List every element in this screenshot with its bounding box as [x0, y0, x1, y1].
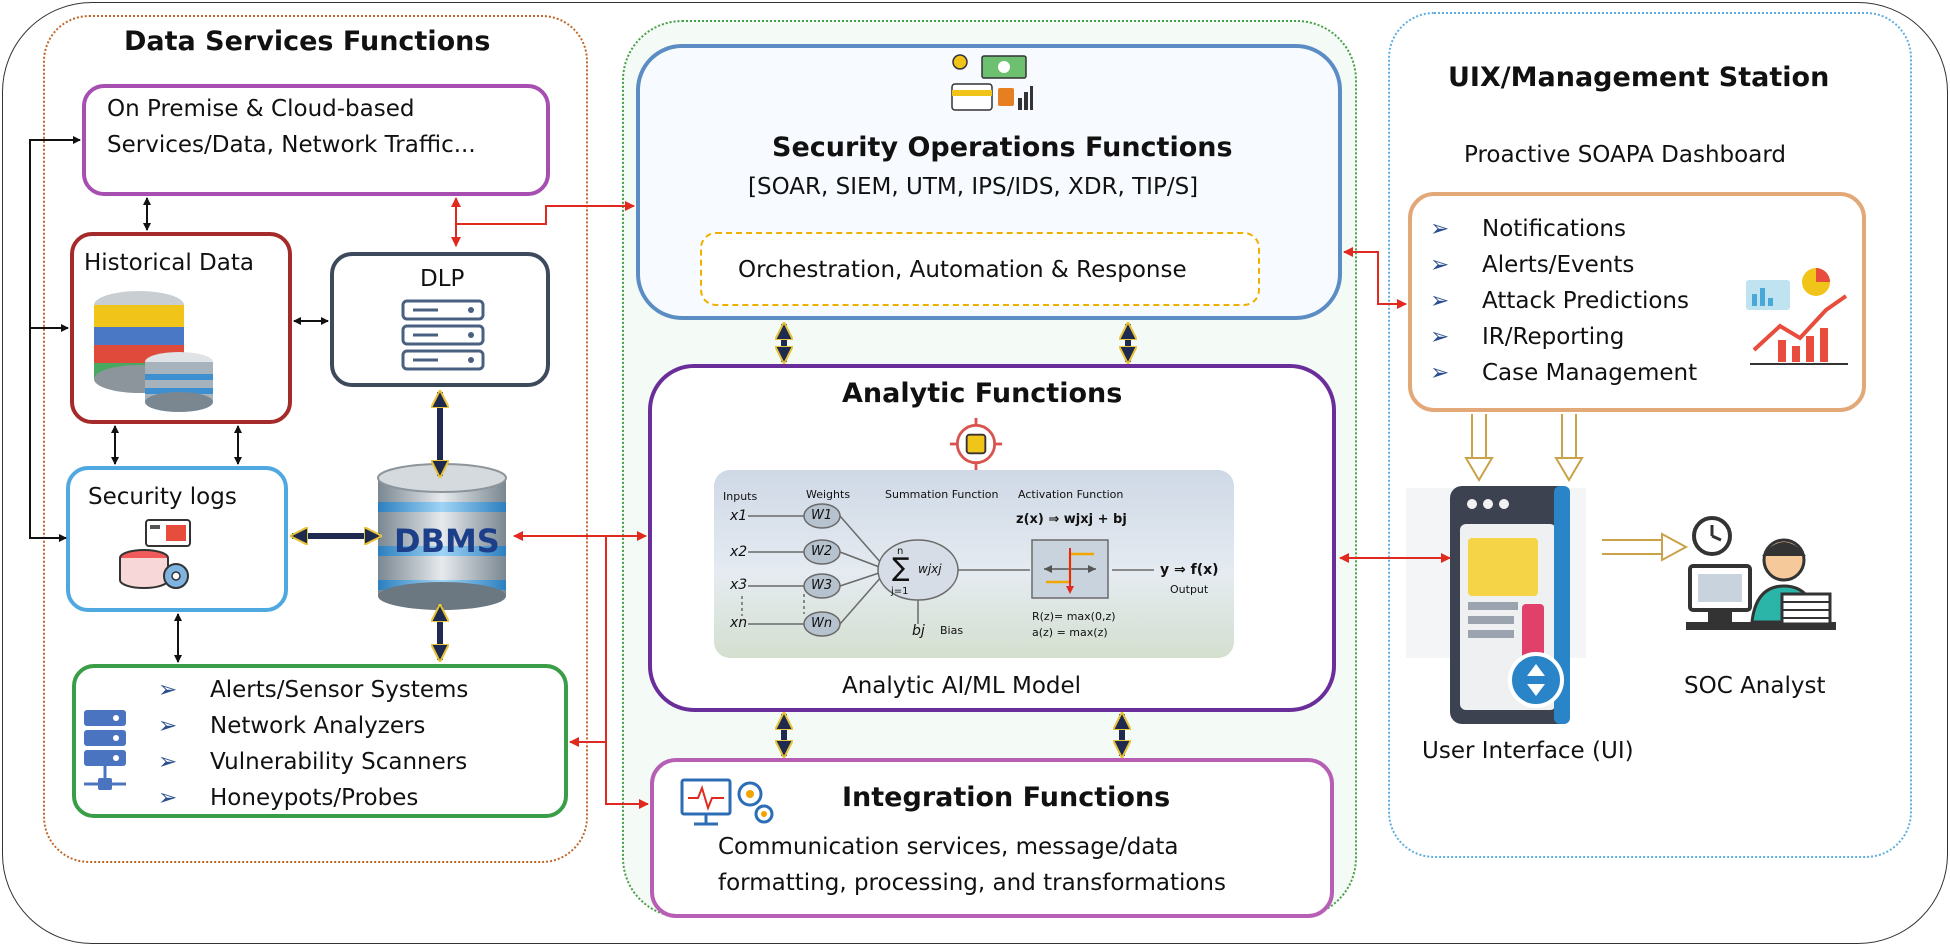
ui-label: User Interface (UI) — [1422, 738, 1634, 764]
dashboard-item-label: Attack Predictions — [1482, 288, 1689, 314]
nn-inputs-header: Inputs — [723, 490, 758, 503]
sensors-item-label: Honeypots/Probes — [210, 785, 419, 811]
nn-sum-expr: wjxj — [918, 562, 942, 576]
sensors-box — [72, 664, 568, 818]
network-server-icon — [84, 710, 126, 790]
sensors-item: ➢ Vulnerability Scanners — [150, 749, 468, 785]
nn-relu-formula: R(z)= max(0,z) — [1032, 610, 1116, 623]
nn-weights-header: Weights — [806, 488, 851, 501]
dashboard-chart-icon — [1746, 268, 1848, 365]
dashboard-item-label: Alerts/Events — [1482, 252, 1635, 278]
monitor-gears-icon — [680, 778, 774, 826]
user-interface-device-icon — [1406, 486, 1586, 724]
log-settings-icon — [119, 519, 191, 589]
nn-weight-label: W3 — [811, 578, 833, 593]
integration-box — [650, 758, 1334, 918]
security-logs-label: Security logs — [88, 484, 237, 510]
nn-weight-label: W2 — [811, 544, 833, 559]
analytic-model-label: Analytic AI/ML Model — [842, 673, 1082, 699]
data-services-title: Data Services Functions — [124, 26, 491, 57]
dashboard-item: ➢ Case Management — [1422, 360, 1697, 396]
nn-input-label: x1 — [730, 508, 748, 524]
nn-weight-label: W1 — [811, 508, 833, 523]
bullet-arrow-icon: ➢ — [158, 785, 178, 811]
dashboard-item: ➢ Attack Predictions — [1422, 288, 1697, 324]
dashboard-item-label: Case Management — [1482, 360, 1698, 386]
orchestration-label: Orchestration, Automation & Response — [738, 257, 1187, 283]
nn-input-label: x2 — [730, 544, 748, 560]
secops-title: Security Operations Functions — [772, 132, 1233, 163]
bullet-arrow-icon: ➢ — [158, 713, 178, 739]
nn-sum-top: n — [897, 546, 904, 557]
dbms-cylinder-icon — [377, 463, 507, 610]
nn-weight-label: Wn — [811, 616, 833, 631]
dashboard-item: ➢ Alerts/Events — [1422, 252, 1697, 288]
integration-title: Integration Functions — [842, 782, 1171, 813]
sources-label-line-1: On Premise & Cloud-based — [107, 96, 415, 122]
bullet-arrow-icon: ➢ — [1430, 324, 1450, 350]
nn-activation-header: Activation Function — [1018, 488, 1124, 501]
sensors-item-label: Network Analyzers — [210, 713, 426, 739]
dashboard-item-label: IR/Reporting — [1482, 324, 1625, 350]
integration-desc-line-1: Communication services, message/data — [718, 834, 1179, 860]
nn-output-label: Output — [1170, 583, 1209, 596]
sensors-list: ➢ Alerts/Sensor Systems ➢ Network Analyzer… — [150, 677, 468, 821]
analytic-title: Analytic Functions — [842, 378, 1123, 409]
nn-summation-header: Summation Function — [885, 488, 999, 501]
nn-yx-formula: y ⇒ f(x) — [1160, 562, 1219, 578]
historical-data-label: Historical Data — [84, 250, 254, 276]
bullet-arrow-icon: ➢ — [1430, 252, 1450, 278]
sources-box — [82, 84, 550, 196]
nn-input-label: xn — [730, 615, 748, 631]
bullet-arrow-icon: ➢ — [1430, 288, 1450, 314]
bullet-arrow-icon: ➢ — [1430, 360, 1450, 386]
sensors-item: ➢ Honeypots/Probes — [150, 785, 468, 821]
sensors-item-label: Vulnerability Scanners — [210, 749, 468, 775]
dashboard-item: ➢ IR/Reporting — [1422, 324, 1697, 360]
uix-title: UIX/Management Station — [1448, 62, 1830, 93]
orchestration-box — [700, 232, 1260, 306]
sources-label-line-2: Services/Data, Network Traffic... — [107, 132, 476, 158]
nn-bias-symbol: bj — [912, 623, 925, 639]
ai-chip-icon — [949, 417, 1003, 471]
neural-network-diagram — [741, 503, 1154, 637]
bullet-arrow-icon: ➢ — [1430, 216, 1450, 242]
server-rack-icon — [401, 299, 485, 371]
finance-analytics-icon — [951, 54, 1033, 111]
nn-bias-label: Bias — [940, 624, 964, 637]
secops-subtitle: [SOAR, SIEM, UTM, IPS/IDS, XDR, TIP/S] — [748, 174, 1199, 200]
soc-analyst-label: SOC Analyst — [1684, 673, 1826, 699]
dlp-label: DLP — [420, 266, 465, 292]
dashboard-item: ➢ Notifications — [1422, 216, 1697, 252]
neural-network-panel — [714, 470, 1234, 658]
sensors-item: ➢ Network Analyzers — [150, 713, 468, 749]
bullet-arrow-icon: ➢ — [158, 677, 178, 703]
nn-input-label: x3 — [730, 577, 748, 593]
nn-activation-formula: a(z) = max(z) — [1032, 626, 1108, 639]
dashboard-list: ➢ Notifications ➢ Alerts/Events ➢ Attack Pr… — [1422, 216, 1697, 396]
nn-sum-sigma-icon: ∑ — [892, 553, 910, 583]
dashboard-title: Proactive SOAPA Dashboard — [1464, 142, 1786, 168]
integration-desc-line-2: formatting, processing, and transformati… — [718, 870, 1226, 896]
nn-zx-formula: z(x) ⇒ wjxj + bj — [1016, 512, 1127, 527]
sensors-item: ➢ Alerts/Sensor Systems — [150, 677, 468, 713]
sensors-item-label: Alerts/Sensor Systems — [210, 677, 469, 703]
nn-sum-bottom: j=1 — [891, 586, 909, 597]
soc-analyst-icon — [1686, 516, 1836, 630]
dbms-label: DBMS — [394, 522, 500, 560]
dashboard-item-label: Notifications — [1482, 216, 1626, 242]
database-stack-icon — [94, 291, 213, 412]
uix-group — [1388, 12, 1912, 858]
bullet-arrow-icon: ➢ — [158, 749, 178, 775]
